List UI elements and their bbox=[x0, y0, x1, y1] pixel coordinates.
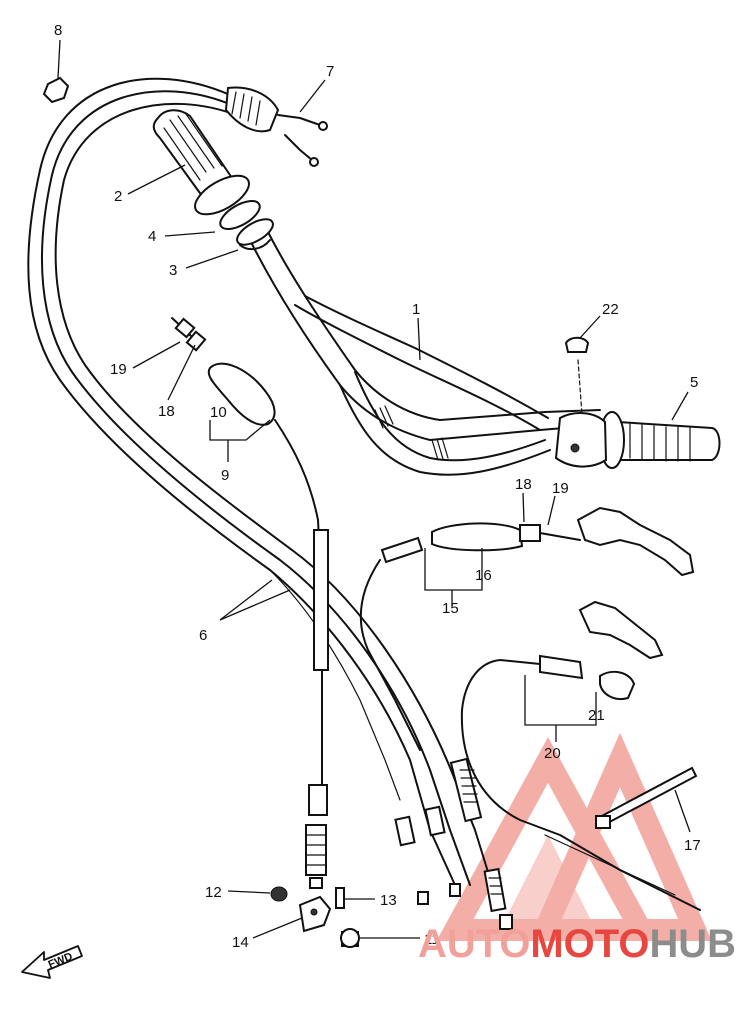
watermark-hub: HUB bbox=[649, 922, 736, 966]
callouts: 8 7 2 4 3 1 22 5 19 18 10 9 18 19 16 15 … bbox=[54, 22, 701, 951]
strap-17 bbox=[595, 766, 698, 829]
part-8-nut bbox=[42, 76, 70, 104]
small-parts-bottom bbox=[270, 886, 360, 948]
callout-10: 10 bbox=[210, 404, 227, 421]
callout-19-right: 19 bbox=[552, 480, 569, 497]
watermark-auto: AUTO bbox=[418, 922, 530, 966]
fwd-arrow: FWD bbox=[21, 945, 83, 979]
cable-20 bbox=[460, 654, 701, 911]
throttle-cable-loop bbox=[27, 77, 493, 886]
callout-13: 13 bbox=[380, 892, 397, 909]
clutch-lever bbox=[576, 506, 695, 660]
throttle-cable-9 bbox=[171, 317, 329, 889]
callout-22: 22 bbox=[602, 301, 619, 318]
callout-8: 8 bbox=[54, 22, 62, 39]
callout-3: 3 bbox=[169, 262, 177, 279]
callout-18-right: 18 bbox=[515, 476, 532, 493]
svg-text:AUTOMOTOHUB: AUTOMOTOHUB bbox=[418, 922, 736, 966]
callout-19-left: 19 bbox=[110, 361, 127, 378]
cable-ends bbox=[394, 757, 513, 930]
callout-1: 1 bbox=[412, 301, 420, 318]
callout-9: 9 bbox=[221, 467, 229, 484]
callout-18-left: 18 bbox=[158, 403, 175, 420]
left-grip-assembly bbox=[152, 109, 274, 251]
throttle-housing bbox=[224, 86, 328, 167]
right-grip-assembly bbox=[554, 336, 721, 469]
callout-12: 12 bbox=[205, 884, 222, 901]
callout-11: 11 bbox=[424, 931, 440, 948]
callout-15: 15 bbox=[442, 600, 459, 617]
fwd-label: FWD bbox=[47, 951, 75, 972]
callout-4: 4 bbox=[148, 228, 156, 245]
watermark-moto: MOTO bbox=[530, 922, 649, 966]
callout-20: 20 bbox=[544, 745, 561, 762]
callout-21: 21 bbox=[588, 707, 605, 724]
callout-5: 5 bbox=[690, 374, 698, 391]
callout-14: 14 bbox=[232, 934, 249, 951]
callout-16: 16 bbox=[475, 567, 492, 584]
callout-7: 7 bbox=[326, 63, 334, 80]
handlebar bbox=[249, 231, 601, 476]
callout-6: 6 bbox=[199, 627, 207, 644]
automotohub-logo bbox=[436, 732, 712, 941]
callout-17: 17 bbox=[684, 837, 701, 854]
clutch-cable bbox=[359, 522, 581, 751]
callout-2: 2 bbox=[114, 188, 122, 205]
watermark-text: AUTOMOTOHUB bbox=[418, 922, 736, 966]
leader-lines bbox=[57, 39, 691, 939]
